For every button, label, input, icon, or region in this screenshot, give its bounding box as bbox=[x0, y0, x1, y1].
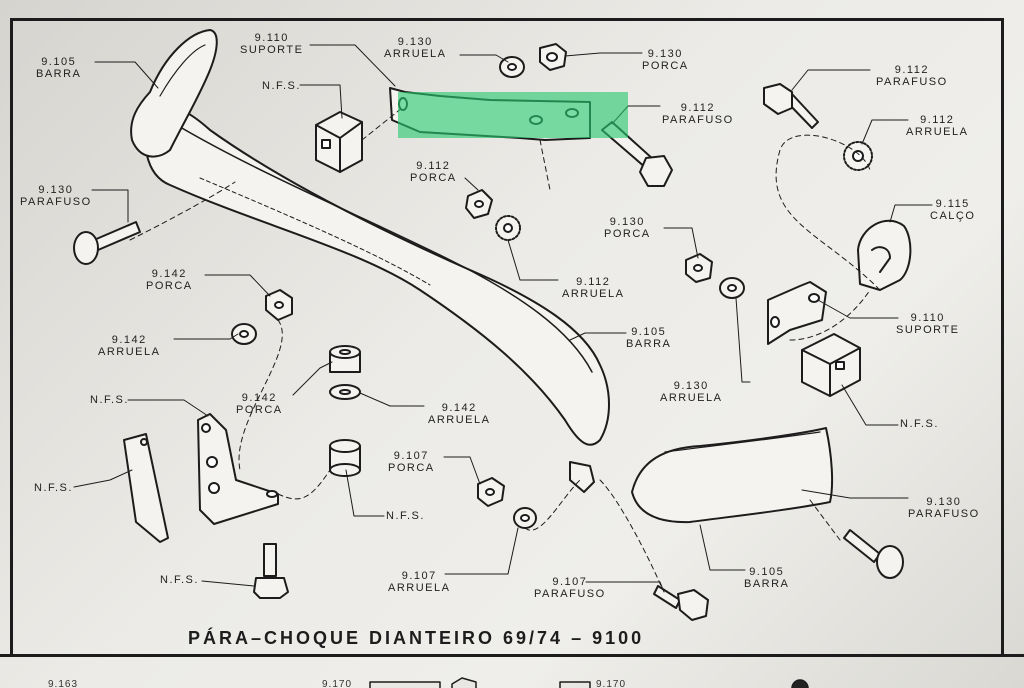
page-frame bbox=[10, 18, 1004, 656]
label-nfs-guard: N.F.S. bbox=[34, 482, 73, 494]
bolt-9130-right bbox=[843, 529, 881, 563]
page-title: PÁRA–CHOQUE DIANTEIRO 69/74 – 9100 bbox=[188, 628, 645, 648]
label-nfs-bottom-bolt: N.F.S. bbox=[160, 574, 199, 586]
next-page-label-1: 9.163 bbox=[48, 679, 79, 688]
overrider-guard bbox=[123, 433, 169, 543]
main-bumper-bar bbox=[144, 104, 610, 446]
shim-9115 bbox=[857, 219, 912, 291]
bottom-rule bbox=[0, 654, 1024, 657]
right-end-cap bbox=[631, 427, 834, 524]
left-end-cap bbox=[130, 29, 218, 158]
next-page-label-3: 9.170 bbox=[596, 679, 627, 688]
highlighted-part-overlay[interactable] bbox=[398, 92, 628, 138]
label-nfs-top: N.F.S. bbox=[262, 80, 301, 92]
label-nfs-bracket: N.F.S. bbox=[90, 394, 129, 406]
label-nfs-spacer: N.F.S. bbox=[386, 510, 425, 522]
bolt-9130-left bbox=[93, 221, 141, 251]
bolt-9107 bbox=[653, 585, 681, 609]
next-page-label-2: 9.170 bbox=[322, 679, 353, 688]
bolt-bottom bbox=[263, 543, 277, 577]
label-nfs-right-block: N.F.S. bbox=[900, 418, 939, 430]
